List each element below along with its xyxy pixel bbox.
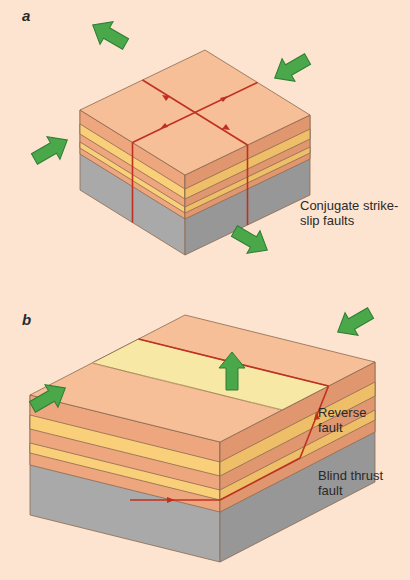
- strike-slip-block: [80, 50, 310, 255]
- fault-label: Conjugate strike-slip faults: [300, 198, 408, 228]
- top-surface: [80, 50, 310, 175]
- thrust-block: [30, 315, 375, 562]
- stress-arrow: [228, 220, 274, 262]
- fault-line: [132, 143, 134, 223]
- fault-line: [220, 458, 300, 500]
- slip-arrow: [220, 96, 228, 102]
- slip-arrows: [167, 412, 320, 503]
- slip-arrow: [222, 124, 230, 130]
- panel-letter: a: [22, 8, 52, 23]
- fault-line: [247, 145, 249, 225]
- stress-arrows: [28, 14, 314, 262]
- uplifted-fold: [92, 339, 329, 410]
- slip-arrow: [167, 497, 175, 503]
- fault-label: Reverse fault: [318, 405, 380, 435]
- fault-line: [133, 83, 258, 143]
- stress-arrow: [86, 14, 132, 56]
- stress-arrow: [28, 129, 74, 171]
- stress-arrow: [26, 377, 72, 419]
- fold-scarp: [92, 363, 282, 410]
- stress-arrows: [26, 302, 377, 419]
- uplift-arrow: [219, 352, 245, 390]
- stress-arrow: [268, 48, 314, 90]
- fault-trace: [133, 80, 258, 225]
- slip-arrow: [160, 123, 168, 129]
- slip-arrows: [160, 95, 230, 130]
- fault-label: Blind thrust fault: [318, 468, 398, 498]
- rock-layer: [30, 443, 220, 500]
- stress-arrow: [331, 302, 377, 344]
- slip-arrow: [162, 95, 170, 101]
- panel-letter: b: [22, 312, 52, 327]
- fault-trace: [130, 339, 329, 500]
